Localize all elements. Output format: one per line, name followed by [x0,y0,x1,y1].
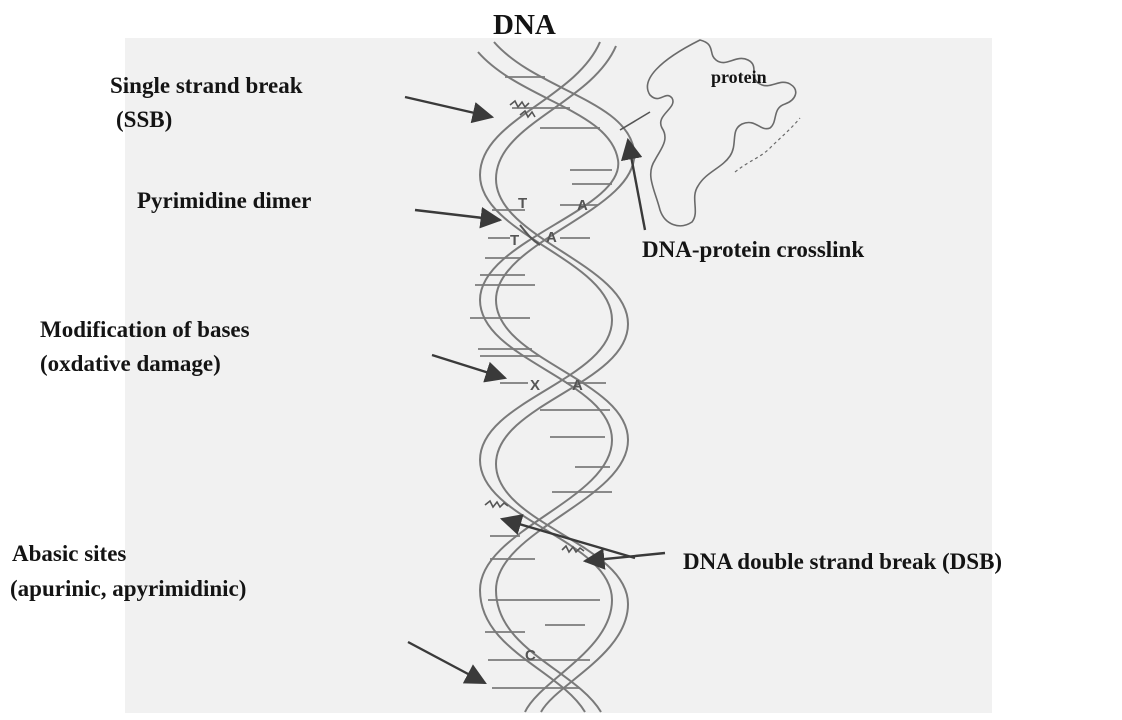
label-abasic-line1: Abasic sites [12,538,126,569]
label-dsb: DNA double strand break (DSB) [683,546,1002,577]
base-letter-dimer-t2: T [510,232,519,249]
base-letter-modified-x: X [530,377,540,394]
base-letter-abasic-c: C [525,647,536,664]
label-protein: protein [711,66,767,88]
label-modification-line1: Modification of bases [40,314,250,345]
base-letter-dimer-t1: T [518,195,527,212]
label-ssb-line1: Single strand break [110,70,303,101]
diagram-title: DNA [493,8,556,42]
label-abasic-line2: (apurinic, apyrimidinic) [10,573,246,604]
base-letter-dimer-a2: A [546,229,557,246]
label-pyrimidine-dimer: Pyrimidine dimer [137,185,311,216]
label-crosslink: DNA-protein crosslink [642,234,864,265]
base-letter-modified-a: A [572,377,583,394]
background-panel [125,38,992,713]
base-letter-dimer-a1: A [577,197,588,214]
label-modification-line2: (oxdative damage) [40,348,221,379]
label-ssb-line2: (SSB) [116,104,172,135]
